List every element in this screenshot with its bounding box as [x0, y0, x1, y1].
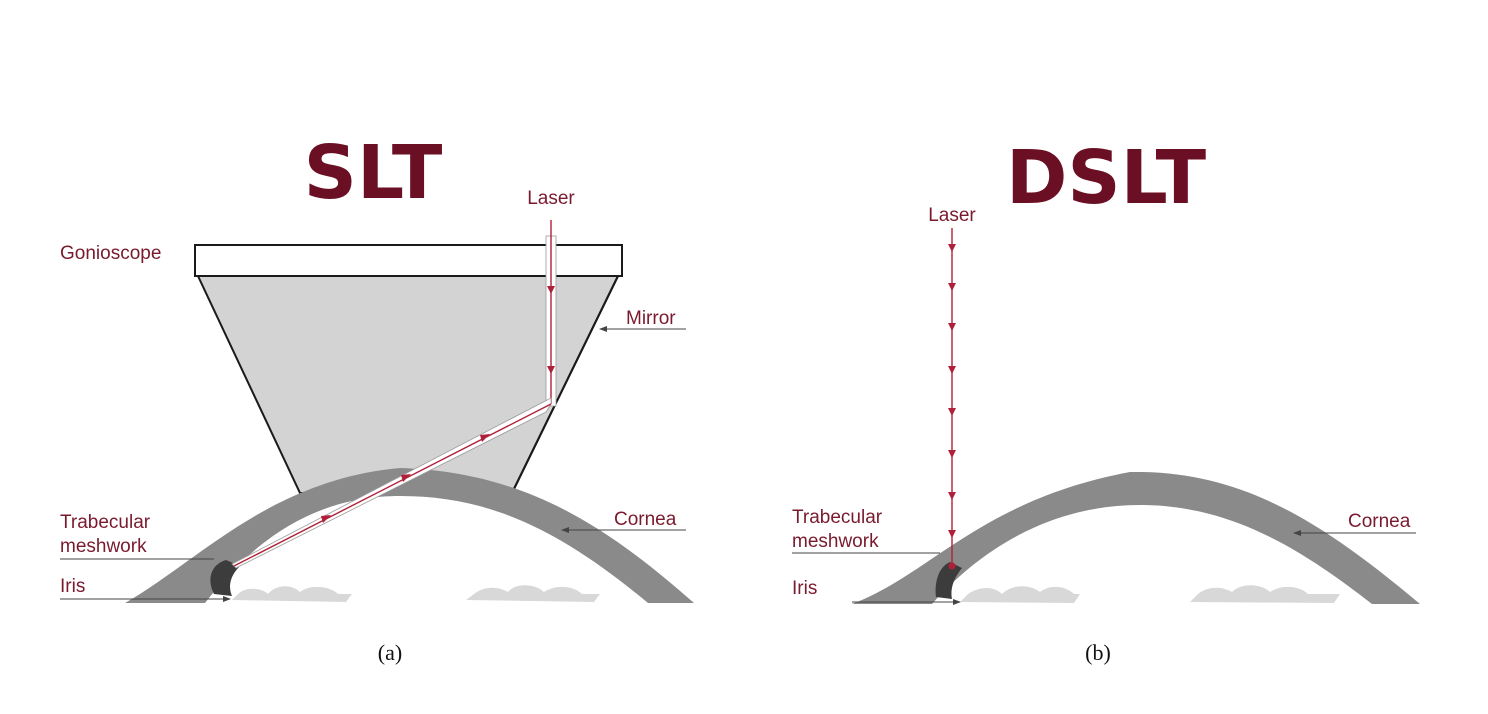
panel-a-title: SLT: [304, 130, 443, 216]
laser-focus-point: [948, 562, 956, 570]
caption-b: (b): [1085, 640, 1111, 665]
label-trabecular-a-2: meshwork: [60, 536, 147, 557]
label-mirror: Mirror: [626, 308, 676, 329]
panel-b-dslt: DSLT Laser Cornea Trabecular meshwo: [792, 135, 1420, 665]
label-trabecular-b-2: meshwork: [792, 531, 879, 552]
panel-b-title: DSLT: [1006, 135, 1207, 221]
label-iris-b: Iris: [792, 578, 817, 599]
iris-b: [960, 585, 1340, 603]
label-iris-a: Iris: [60, 576, 85, 597]
gonioscope-mirror-edge: [511, 275, 619, 494]
laser-arrow: [948, 492, 956, 500]
cornea-b: [852, 471, 1420, 604]
laser-arrow: [321, 515, 331, 523]
cornea-a: [125, 468, 694, 603]
label-laser-b: Laser: [928, 205, 976, 226]
laser-arrow: [401, 474, 411, 482]
laser-arrow: [948, 283, 956, 291]
label-laser-a: Laser: [527, 188, 575, 209]
trabecular-meshwork-b: [935, 562, 962, 599]
laser-arrow: [948, 450, 956, 458]
laser-arrow: [948, 530, 956, 538]
laser-arrow: [547, 366, 555, 374]
laser-arrow: [480, 434, 490, 442]
label-cornea-b: Cornea: [1348, 511, 1411, 532]
laser-arrow: [547, 286, 555, 294]
laser-arrow: [948, 323, 956, 331]
caption-a: (a): [378, 640, 402, 665]
laser-path-a: [231, 220, 557, 569]
trabecular-meshwork-a: [210, 560, 240, 596]
laser-arrow: [948, 408, 956, 416]
iris-a: [232, 585, 600, 602]
gonioscope-top: [194, 244, 623, 277]
label-trabecular-b-1: Trabecular: [792, 507, 883, 528]
label-gonioscope: Gonioscope: [60, 243, 161, 264]
label-trabecular-a-1: Trabecular: [60, 512, 151, 533]
laser-arrow: [948, 366, 956, 374]
laser-path-b: [948, 228, 956, 570]
laser-arrow: [948, 244, 956, 252]
panel-a-slt: SLT Laser Gonioscope Mi: [60, 130, 694, 665]
label-cornea-a: Cornea: [614, 509, 677, 530]
